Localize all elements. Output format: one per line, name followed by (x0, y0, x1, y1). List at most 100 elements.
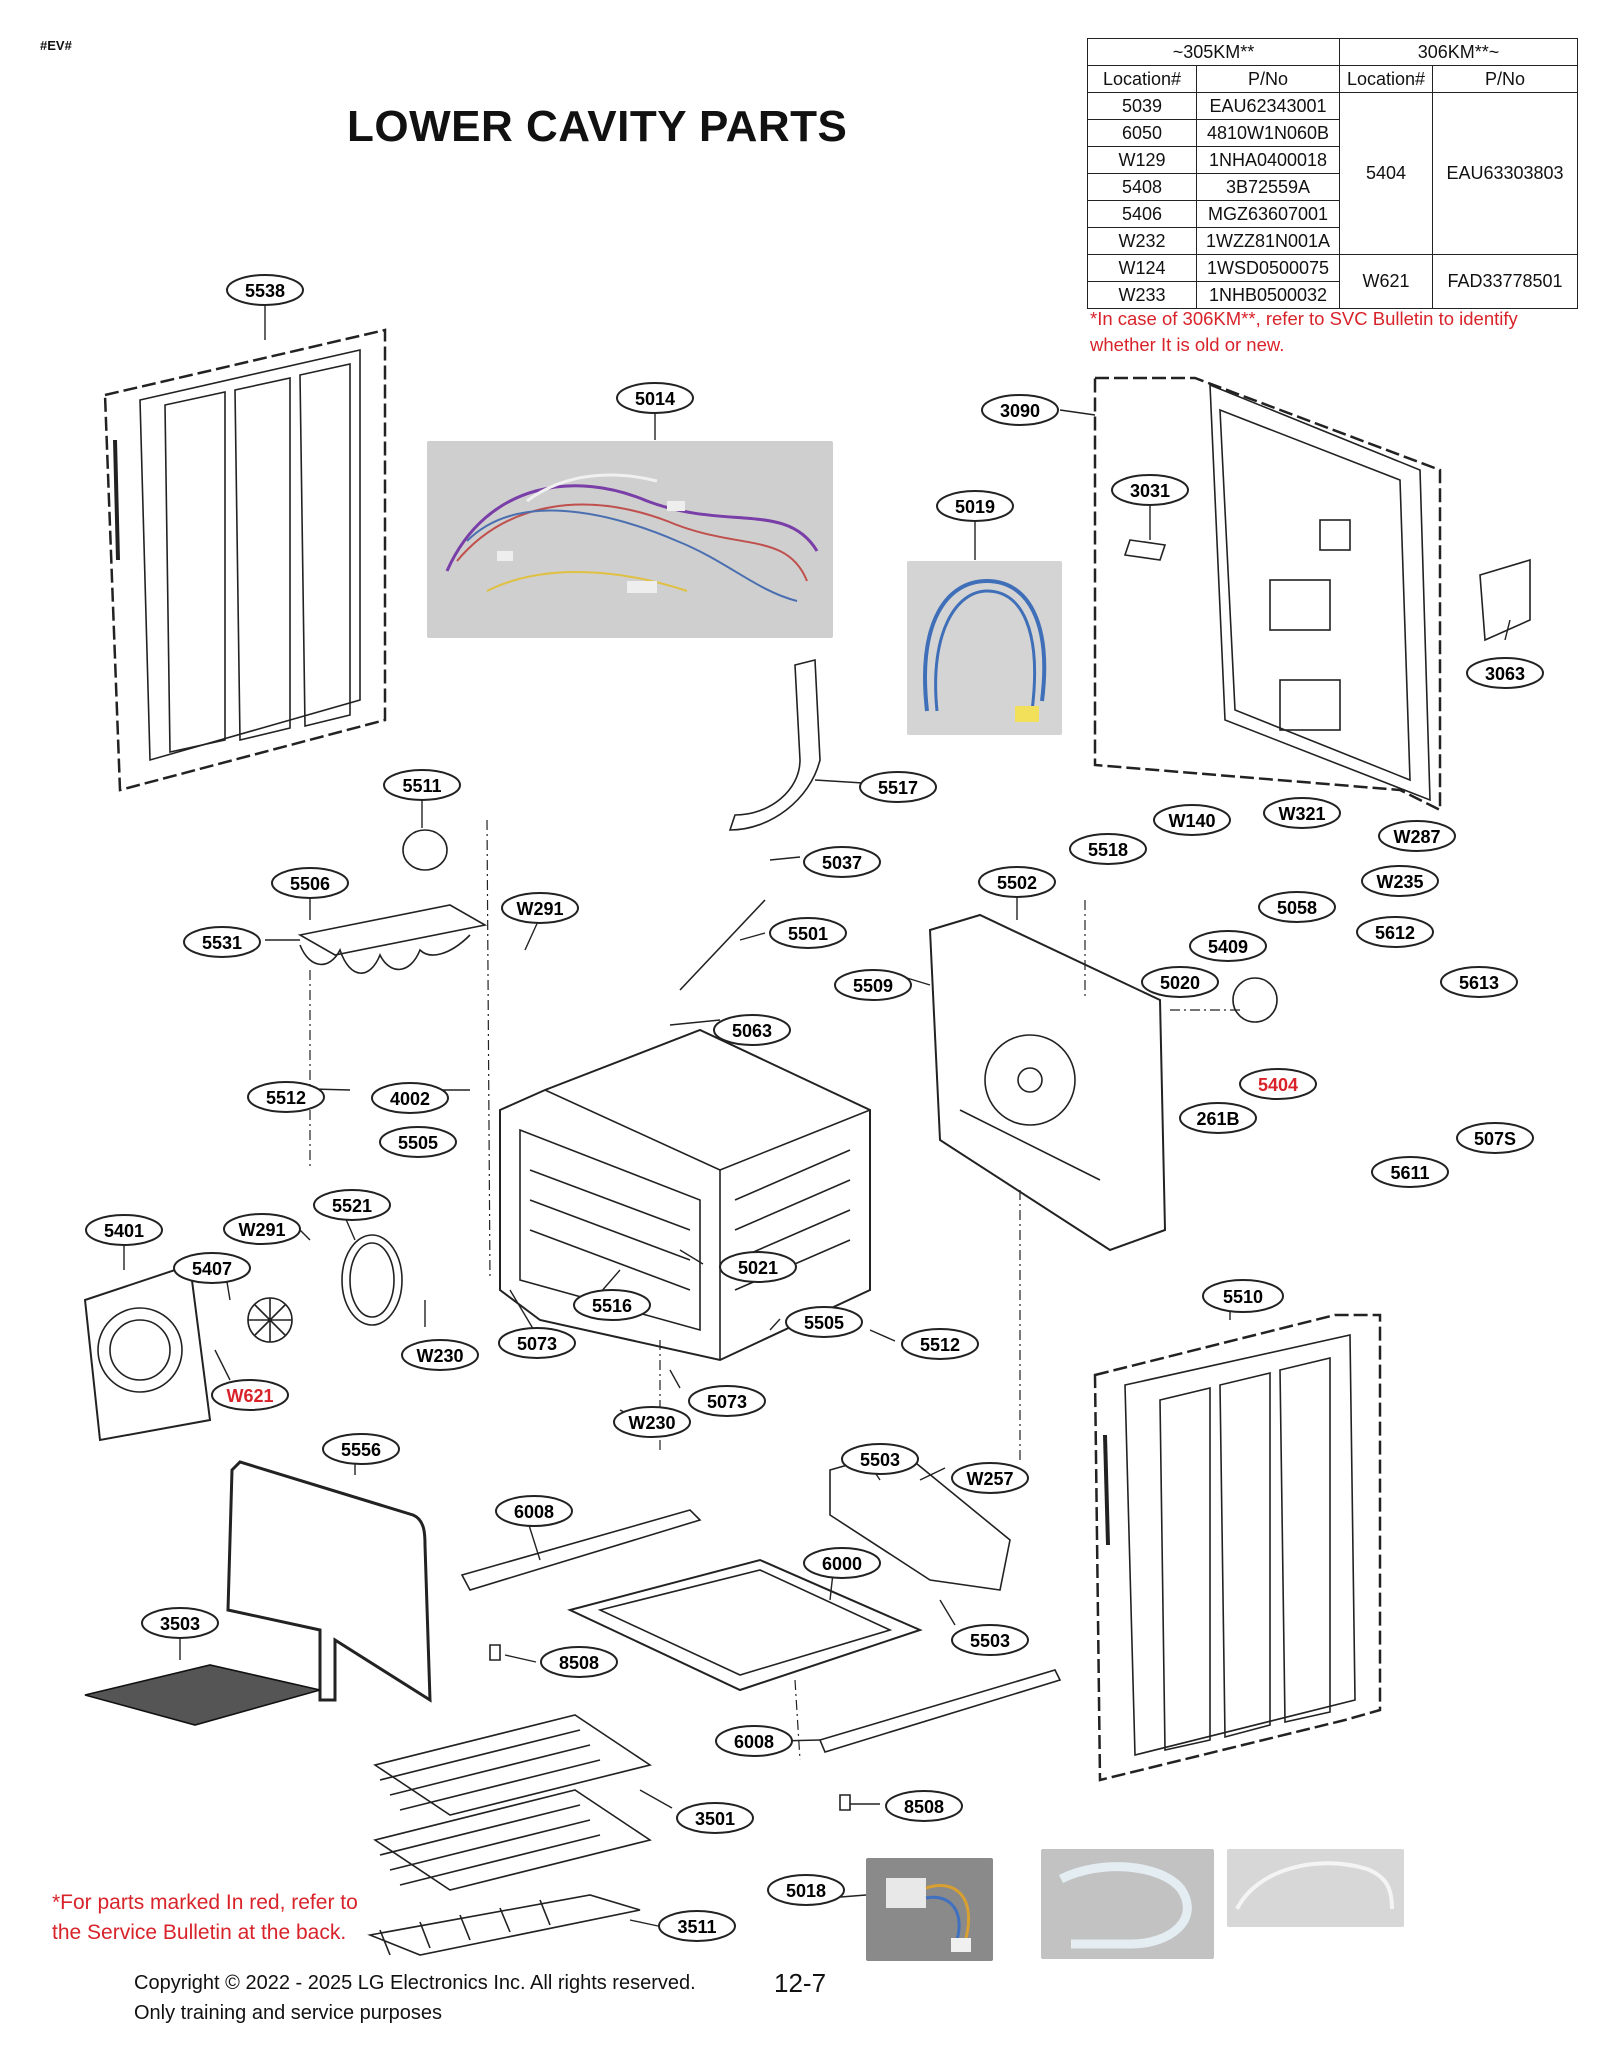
svg-text:W287: W287 (1393, 827, 1440, 847)
svg-text:5521: 5521 (332, 1196, 372, 1216)
callout-5531: 5531 (183, 926, 261, 958)
svg-text:W621: W621 (226, 1386, 273, 1406)
svg-text:5510: 5510 (1223, 1287, 1263, 1307)
svg-text:5517: 5517 (878, 778, 918, 798)
callout-6008-bottom: 6008 (715, 1725, 793, 1757)
callout-5505-bottom: 5505 (785, 1306, 863, 1338)
callout-5021: 5021 (719, 1251, 797, 1283)
note-line: whether It is old or new. (1090, 334, 1285, 355)
svg-text:W140: W140 (1168, 811, 1215, 831)
cell: W129 (1087, 146, 1197, 174)
callout-6000: 6000 (803, 1547, 881, 1579)
callout-5014: 5014 (616, 382, 694, 414)
callout-5512-right: 5512 (901, 1328, 979, 1360)
callout-5020: 5020 (1141, 966, 1219, 998)
callout-5613: 5613 (1440, 966, 1518, 998)
harness-photo-5014 (427, 441, 833, 638)
svg-text:5018: 5018 (786, 1881, 826, 1901)
page-tag: #EV# (40, 38, 72, 53)
note-line: *In case of 306KM**, refer to SVC Bullet… (1090, 308, 1518, 329)
svg-text:6000: 6000 (822, 1554, 862, 1574)
cell: 1NHB0500032 (1196, 281, 1340, 309)
svg-text:5503: 5503 (970, 1631, 1010, 1651)
callout-3503: 3503 (141, 1607, 219, 1639)
svg-text:5407: 5407 (192, 1259, 232, 1279)
svg-text:5021: 5021 (738, 1258, 778, 1278)
callout-5407: 5407 (173, 1252, 251, 1284)
svg-text:5401: 5401 (104, 1221, 144, 1241)
callout-5538: 5538 (226, 274, 304, 306)
sensor-photo-5018 (866, 1858, 993, 1961)
cell: 5408 (1087, 173, 1197, 201)
svg-text:5063: 5063 (732, 1021, 772, 1041)
callout-3511: 3511 (658, 1910, 736, 1942)
svg-text:5613: 5613 (1459, 973, 1499, 993)
wire-photo-5019 (907, 561, 1062, 735)
svg-text:3503: 3503 (160, 1614, 200, 1634)
callout-w257: W257 (951, 1462, 1029, 1494)
svg-text:W230: W230 (416, 1346, 463, 1366)
element-photo-b (1227, 1849, 1404, 1927)
callout-5516: 5516 (573, 1289, 651, 1321)
cell: 5406 (1087, 200, 1197, 228)
callout-5058: 5058 (1258, 891, 1336, 923)
svg-text:5505: 5505 (398, 1133, 438, 1153)
cell-merged-location: 5404 (1339, 92, 1433, 255)
cell: 5039 (1087, 92, 1197, 120)
callout-5556: 5556 (322, 1433, 400, 1465)
callout-5409: 5409 (1189, 930, 1267, 962)
callout-w235: W235 (1361, 865, 1439, 897)
cell: 4810W1N060B (1196, 119, 1340, 147)
callout-5510: 5510 (1202, 1279, 1284, 1313)
svg-text:5538: 5538 (245, 281, 285, 301)
svg-text:3063: 3063 (1485, 664, 1525, 684)
callout-5511: 5511 (383, 769, 461, 801)
svg-text:5037: 5037 (822, 853, 862, 873)
svg-text:5511: 5511 (402, 776, 441, 796)
callout-5073-bottom: 5073 (688, 1385, 766, 1417)
svg-text:3031: 3031 (1130, 481, 1170, 501)
callout-w140: W140 (1153, 804, 1231, 836)
svg-text:5506: 5506 (290, 874, 330, 894)
svg-text:5512: 5512 (920, 1335, 960, 1355)
svg-text:5512: 5512 (266, 1088, 306, 1108)
callout-3501: 3501 (676, 1802, 754, 1834)
svg-text:5073: 5073 (517, 1334, 557, 1354)
callout-5611: 5611 (1371, 1156, 1449, 1188)
callout-w291-left: W291 (223, 1213, 301, 1245)
svg-text:5019: 5019 (955, 497, 995, 517)
cell-merged-pno: FAD33778501 (1432, 254, 1578, 309)
callout-5037: 5037 (803, 846, 881, 878)
svg-text:W321: W321 (1278, 804, 1325, 824)
svg-text:6008: 6008 (514, 1502, 554, 1522)
callout-5521: 5521 (313, 1189, 391, 1221)
callout-6008-top: 6008 (495, 1495, 573, 1527)
callout-8508-bottom: 8508 (885, 1790, 963, 1822)
parts-table: ~305KM** 306KM**~ Location# P/No Locatio… (1087, 38, 1578, 309)
svg-text:W257: W257 (966, 1469, 1013, 1489)
svg-text:3501: 3501 (695, 1809, 735, 1829)
callout-3031: 3031 (1111, 474, 1189, 506)
svg-text:5612: 5612 (1375, 923, 1415, 943)
svg-text:5404: 5404 (1258, 1075, 1298, 1095)
callout-5404: 5404 (1239, 1068, 1317, 1100)
svg-text:5020: 5020 (1160, 973, 1200, 993)
svg-text:8508: 8508 (904, 1797, 944, 1817)
note-line: the Service Bulletin at the back. (52, 1921, 347, 1944)
callout-w291-top: W291 (501, 892, 579, 924)
svg-text:5014: 5014 (635, 389, 675, 409)
svg-text:507S: 507S (1474, 1129, 1516, 1149)
svg-text:W235: W235 (1376, 872, 1423, 892)
svg-text:5058: 5058 (1277, 898, 1317, 918)
page-number: 12-7 (774, 1968, 827, 1998)
callout-5503-bottom: 5503 (951, 1624, 1029, 1656)
group-header-new: 306KM**~ (1339, 38, 1578, 66)
cell: 6050 (1087, 119, 1197, 147)
svg-text:5518: 5518 (1088, 840, 1128, 860)
svg-text:6008: 6008 (734, 1732, 774, 1752)
callout-5517: 5517 (859, 771, 937, 803)
svg-text:5073: 5073 (707, 1392, 747, 1412)
svg-text:5531: 5531 (202, 933, 242, 953)
cell-merged-pno: EAU63303803 (1432, 92, 1578, 255)
copyright-line: Copyright © 2022 - 2025 LG Electronics I… (134, 1972, 696, 1994)
